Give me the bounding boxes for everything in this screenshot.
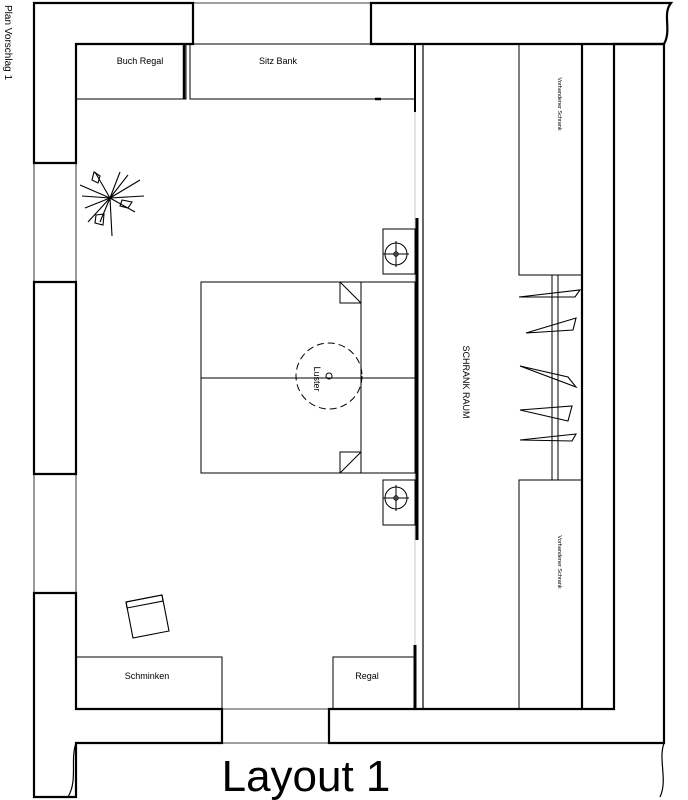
- vorhandener-schrank-top-label: Vorhandener Schrank: [556, 77, 562, 130]
- regal-shelf: [332, 656, 416, 710]
- schminken-table: [75, 656, 223, 710]
- luster-label: Luster: [312, 366, 322, 391]
- bed: [200, 281, 416, 474]
- wall-break-right: [659, 742, 665, 798]
- schrank-raum-label: SCHRANK RAUM: [461, 345, 471, 418]
- regal-label: Regal: [355, 671, 379, 681]
- sitz-bank: [189, 43, 416, 101]
- schminken-label: Schminken: [125, 671, 170, 681]
- sitz-bank-label: Sitz Bank: [259, 56, 298, 66]
- plan-title: Plan Vorschlag 1: [2, 5, 13, 80]
- layout-title: Layout 1: [222, 752, 391, 800]
- hanger-icon: [518, 289, 582, 442]
- nightstand-top: [382, 228, 416, 275]
- vorhandener-schrank-bottom-label: Vorhandener Schrank: [556, 535, 562, 588]
- nightstand-bottom: [382, 479, 416, 526]
- lamp-icon: [295, 342, 363, 410]
- buch-regal: [75, 43, 187, 100]
- wall-break-bottom-left: [67, 742, 77, 798]
- plant-icon: [79, 171, 145, 237]
- buch-regal-label: Buch Regal: [117, 56, 164, 66]
- chair-icon: [125, 594, 170, 639]
